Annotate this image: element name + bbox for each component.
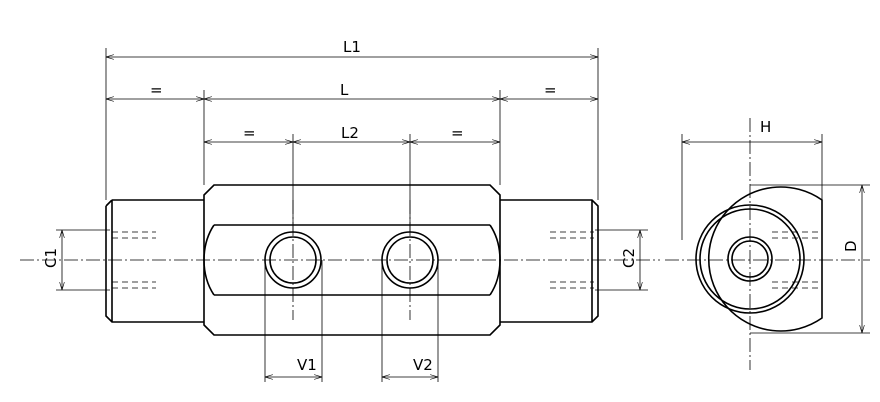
dim-l: L <box>340 81 349 99</box>
extension-lines <box>56 48 870 382</box>
dim-v1: V1 <box>297 356 317 374</box>
dim-left-equal: = <box>150 81 163 99</box>
dim-inner-right-equal: = <box>451 124 464 142</box>
dim-v2: V2 <box>413 356 433 374</box>
right-spigot <box>500 199 599 323</box>
end-outline <box>708 186 823 332</box>
hex-body <box>203 184 501 336</box>
dim-c1: C1 <box>42 248 60 268</box>
dimension-lines <box>62 57 862 377</box>
port-2-outer <box>381 231 439 289</box>
port-1-outer <box>264 231 322 289</box>
end-view <box>695 186 823 332</box>
dim-l1: L1 <box>343 38 361 56</box>
dim-l2: L2 <box>341 124 359 142</box>
side-view <box>105 184 599 336</box>
dim-h: H <box>760 118 771 136</box>
hidden-thread-lines <box>112 231 594 289</box>
dim-c2: C2 <box>620 248 638 268</box>
dim-right-equal: = <box>544 81 557 99</box>
port-1-inner <box>269 236 317 284</box>
left-spigot <box>105 199 204 323</box>
dim-d: D <box>842 240 860 252</box>
dim-inner-left-equal: = <box>243 124 256 142</box>
port-2-inner <box>386 236 434 284</box>
